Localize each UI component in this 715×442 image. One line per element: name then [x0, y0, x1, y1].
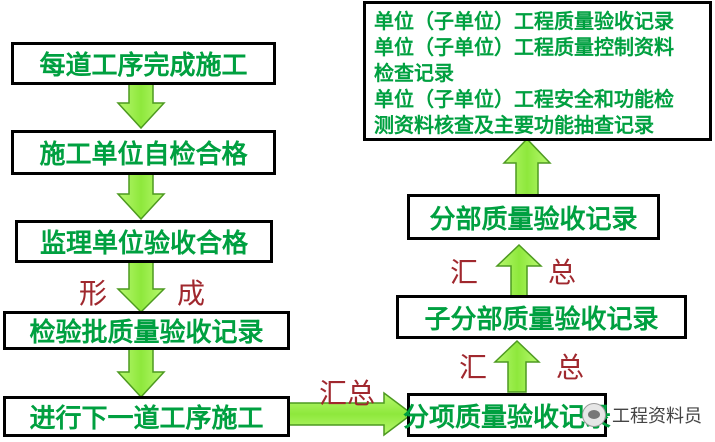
step-box-4: 检验批质量验收记录	[3, 311, 290, 350]
unit-record-line: 单位（子单位）工程安全和功能检	[374, 87, 674, 111]
summary-1-right: 总	[556, 351, 585, 384]
wechat-icon	[582, 403, 606, 427]
down-arrow-4	[116, 347, 166, 399]
step-3-label: 监理单位验收合格	[39, 229, 248, 259]
sub-division-label: 子分部质量验收记录	[424, 304, 659, 335]
sub-item-box: 分项质量验收记录	[403, 393, 611, 437]
unit-record-line: 测资料核查及主要功能抽查记录	[374, 113, 654, 137]
watermark: 工程资料员	[582, 397, 715, 433]
sub-item-label: 分项质量验收记录	[403, 402, 612, 433]
summary-2-left: 汇	[450, 256, 479, 289]
step-box-1: 每道工序完成施工	[11, 42, 276, 85]
unit-record-line: 单位（子单位）工程质量验收记录	[374, 9, 674, 33]
summary-label-bottom: 汇总	[319, 377, 376, 410]
down-arrow-1	[116, 83, 166, 130]
up-arrow-1	[493, 339, 541, 393]
step-2-label: 施工单位自检合格	[39, 140, 248, 170]
unit-record-line: 单位（子单位）工程质量控制资料	[374, 35, 674, 59]
right-arrow	[288, 391, 414, 437]
form-label-left: 形	[79, 277, 108, 310]
unit-record-line: 检查记录	[374, 61, 454, 85]
step-box-5: 进行下一道工序施工	[3, 396, 290, 437]
step-4-label: 检验批质量验收记录	[29, 318, 264, 348]
step-1-label: 每道工序完成施工	[39, 51, 248, 81]
up-arrow-2	[495, 243, 543, 297]
down-arrow-2	[116, 173, 166, 221]
division-label: 分部质量验收记录	[429, 204, 638, 235]
division-box: 分部质量验收记录	[407, 194, 660, 240]
form-label-right: 成	[177, 277, 206, 310]
step-box-3: 监理单位验收合格	[15, 220, 273, 263]
up-arrow-3	[502, 137, 552, 197]
step-5-label: 进行下一道工序施工	[29, 404, 264, 434]
unit-records-box: 单位（子单位）工程质量验收记录 单位（子单位）工程质量控制资料 检查记录 单位（…	[363, 1, 712, 141]
watermark-text: 工程资料员	[612, 406, 702, 427]
sub-division-box: 子分部质量验收记录	[396, 295, 687, 339]
summary-1-left: 汇	[459, 351, 488, 384]
down-arrow-3	[116, 261, 166, 314]
summary-2-right: 总	[548, 256, 577, 289]
step-box-2: 施工单位自检合格	[11, 130, 276, 175]
